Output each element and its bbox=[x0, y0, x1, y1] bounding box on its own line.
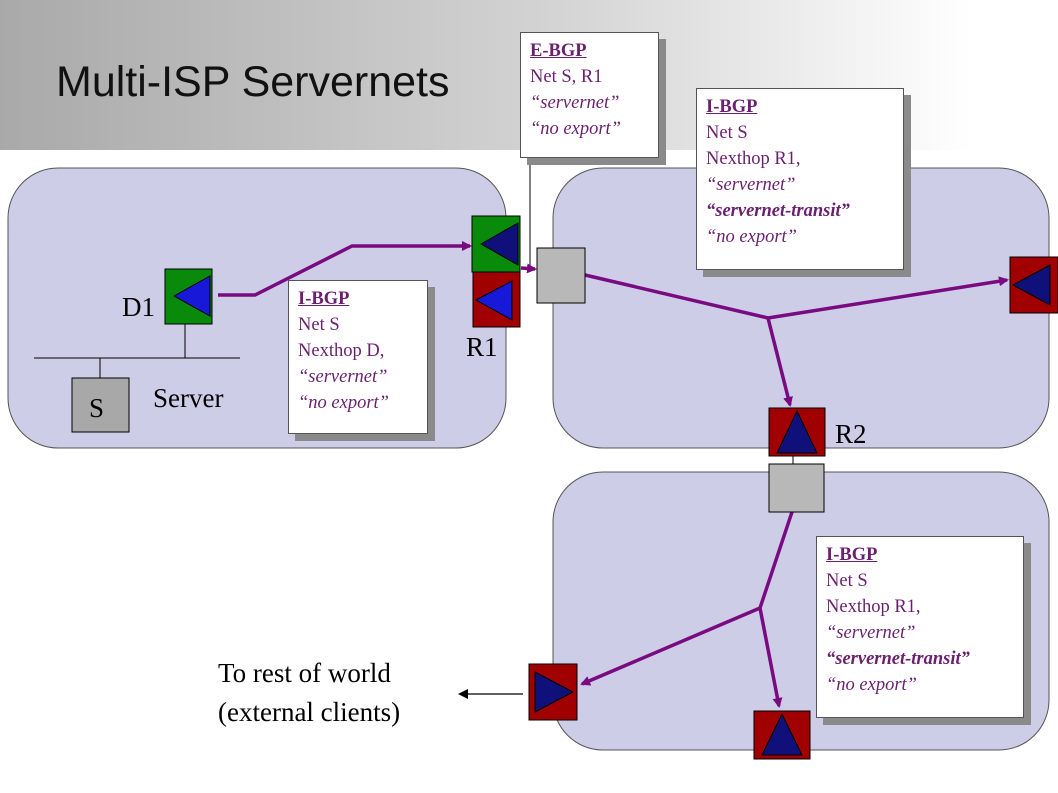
triangle-up-icon bbox=[776, 409, 818, 454]
ibgp-r1-top-line: “no export” bbox=[706, 227, 797, 247]
label-world-line2: (external clients) bbox=[218, 697, 401, 727]
label-server: Server bbox=[153, 383, 224, 413]
ibgp-d-header: I-BGP bbox=[298, 289, 350, 309]
label-r1: R1 bbox=[466, 332, 498, 362]
triangle-left-icon bbox=[172, 275, 211, 317]
router-isp2-left bbox=[528, 663, 578, 721]
triangle-left-icon bbox=[479, 222, 519, 266]
isp1-entry-node bbox=[536, 247, 586, 304]
ibgp-r1-top-line: Net S bbox=[706, 123, 748, 143]
r1-to-isp-link bbox=[520, 263, 537, 274]
ibgp-r1-bottom-line: “servernet” bbox=[826, 623, 916, 643]
ibgp-d-line: Net S bbox=[298, 315, 340, 335]
ibgp-r1-top-line: “servernet-transit” bbox=[706, 201, 850, 221]
ebgp-line: “servernet” bbox=[530, 93, 620, 113]
label-s: S bbox=[89, 393, 105, 423]
isp2-left-link bbox=[580, 606, 761, 686]
router-d1 bbox=[164, 268, 213, 325]
ibgp-d-line: Nexthop D, bbox=[298, 341, 385, 361]
ibgp-r1-bottom-line: “servernet-transit” bbox=[826, 649, 970, 669]
triangle-up-icon bbox=[761, 712, 803, 756]
router-r1-upper bbox=[471, 215, 521, 273]
ibgp-r1-top-header: I-BGP bbox=[706, 97, 758, 117]
router-r2 bbox=[768, 407, 826, 457]
isp1-right-link bbox=[767, 276, 1009, 320]
ibgp-r1-top-annotation-box: I-BGP Net S Nexthop R1, “servernet” “ser… bbox=[696, 88, 904, 270]
router-r1-lower bbox=[472, 271, 521, 328]
ebgp-annotation-box: E-BGP Net S, R1 “servernet” “no export” bbox=[520, 32, 659, 158]
label-d1: D1 bbox=[122, 292, 155, 322]
ibgp-d-annotation-box: I-BGP Net S Nexthop D, “servernet” “no e… bbox=[288, 280, 428, 434]
ibgp-d-line: “no export” bbox=[298, 393, 389, 413]
isp2-entry-node bbox=[768, 463, 825, 513]
isp2-trunk-link bbox=[758, 511, 794, 609]
router-isp1-right bbox=[1009, 256, 1058, 314]
ibgp-r1-bottom-line: Net S bbox=[826, 571, 868, 591]
router-isp2-bottom bbox=[753, 710, 811, 760]
isp1-to-r2-link bbox=[766, 317, 793, 407]
ebgp-line: Net S, R1 bbox=[530, 67, 603, 87]
ibgp-r1-bottom-annotation-box: I-BGP Net S Nexthop R1, “servernet” “ser… bbox=[816, 536, 1024, 718]
ebgp-header: E-BGP bbox=[530, 41, 587, 61]
server-node bbox=[71, 377, 130, 433]
label-r2: R2 bbox=[835, 419, 867, 449]
isp1-left-link bbox=[584, 273, 769, 320]
ebgp-line: “no export” bbox=[530, 119, 621, 139]
ibgp-r1-bottom-header: I-BGP bbox=[826, 545, 878, 565]
isp2-down-link bbox=[758, 607, 783, 708]
label-world-line1: To rest of world bbox=[218, 658, 391, 688]
triangle-right-icon bbox=[534, 671, 575, 713]
ibgp-r1-top-line: Nexthop R1, bbox=[706, 149, 801, 169]
triangle-left-icon bbox=[1011, 264, 1051, 306]
ibgp-r1-top-line: “servernet” bbox=[706, 175, 796, 195]
ibgp-r1-bottom-line: “no export” bbox=[826, 675, 917, 695]
ibgp-d-line: “servernet” bbox=[298, 367, 388, 387]
d1-to-r1-link bbox=[218, 241, 472, 297]
ibgp-r1-bottom-line: Nexthop R1, bbox=[826, 597, 921, 617]
triangle-left-icon bbox=[474, 280, 513, 321]
slide-title: Multi-ISP Servernets bbox=[56, 58, 450, 106]
